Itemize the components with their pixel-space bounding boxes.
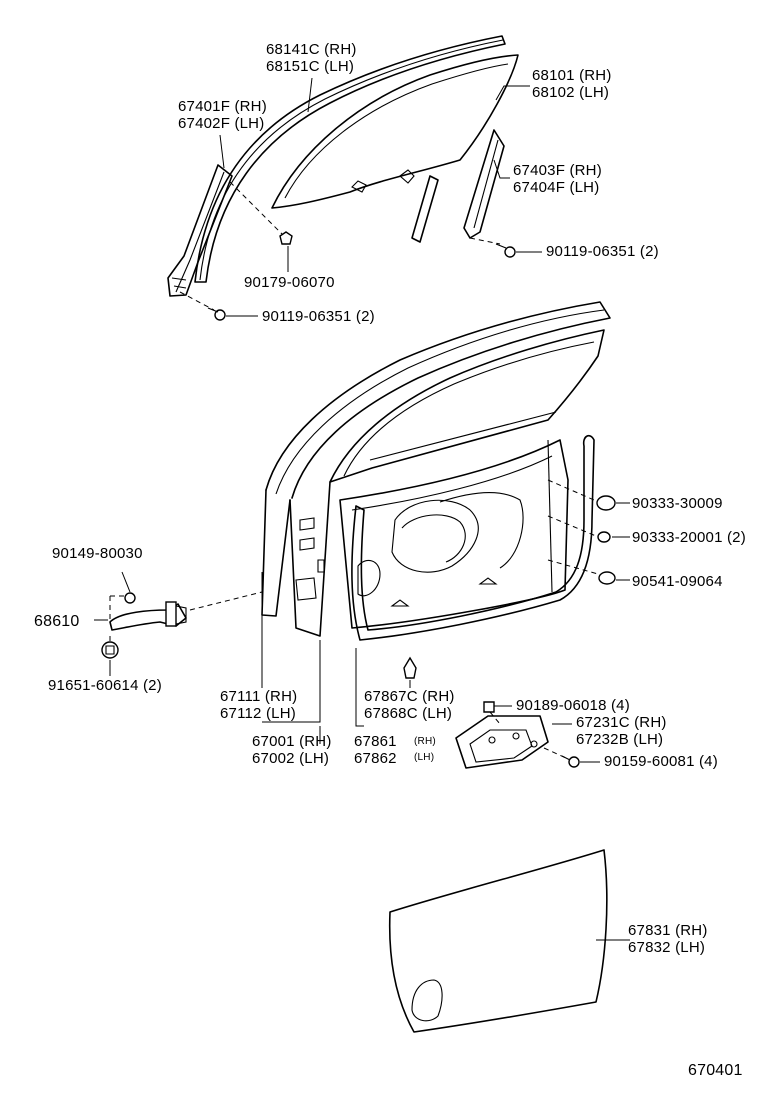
label-glass-rh: 68101 (RH)	[532, 67, 612, 84]
label-clip-67867: 67867C (RH) 67868C (LH)	[364, 688, 455, 722]
label-weatherstrip-side-rh: (RH)	[414, 736, 436, 747]
front-run-channel-part	[167, 164, 233, 297]
label-bolt-front-channel: 90119-06351 (2)	[262, 308, 375, 325]
label-bracket: 67231C (RH) 67232B (LH)	[576, 714, 667, 748]
weatherstrip-part	[351, 434, 595, 641]
bolt-rear-channel-part	[469, 237, 542, 258]
label-weatherstrip-b: 67862	[354, 750, 397, 767]
label-rear-run-channel: 67403F (RH) 67404F (LH)	[513, 162, 602, 196]
door-check-part	[94, 571, 263, 676]
leader-glass	[495, 85, 530, 101]
clip-67867-part	[403, 656, 417, 688]
label-clip-90179: 90179-06070	[244, 274, 335, 291]
label-front-run-channel-rh: 67401F (RH)	[178, 98, 267, 115]
label-check-bolt: 90149-80030	[52, 545, 143, 562]
label-rear-run-channel-rh: 67403F (RH)	[513, 162, 602, 179]
leader-run-channel	[307, 77, 313, 113]
bolt-front-channel-part	[179, 291, 258, 321]
label-service-hole-cover-rh: 67831 (RH)	[628, 922, 708, 939]
leader-door-panel-bracket	[262, 640, 321, 723]
label-front-run-channel: 67401F (RH) 67402F (LH)	[178, 98, 267, 132]
label-weatherstrip-side-lh: (LH)	[414, 752, 435, 763]
label-weatherstrip-a: 67861	[354, 733, 397, 750]
label-clip-67867-lh: 67868C (LH)	[364, 705, 453, 722]
label-outer-weatherstrip: 67111 (RH) 67112 (LH)	[220, 688, 297, 722]
label-hole-plug-1: 90333-30009	[632, 495, 723, 512]
label-check-nut: 91651-60614 (2)	[48, 677, 162, 694]
bracket-part	[455, 701, 600, 769]
label-bracket-rh: 67231C (RH)	[576, 714, 667, 731]
label-glass: 68101 (RH) 68102 (LH)	[532, 67, 612, 101]
leader-front-channel	[219, 134, 225, 169]
label-weatherstrip: 67861 67862	[354, 733, 397, 767]
leader-rear-channel	[493, 159, 510, 179]
rear-run-channel-part	[411, 129, 505, 243]
label-bolt-rear-channel: 90119-06351 (2)	[546, 243, 659, 260]
label-clip-67867-rh: 67867C (RH)	[364, 688, 455, 705]
label-run-channel-lh: 68151C (LH)	[266, 58, 355, 75]
service-hole-cover-part	[388, 849, 630, 1033]
hole-plug-parts	[547, 479, 630, 585]
label-hole-plug-3: 90541-09064	[632, 573, 723, 590]
door-glass-part	[271, 54, 519, 209]
label-hole-plug-2: 90333-20001 (2)	[632, 529, 746, 546]
diagram-reference-code: 670401	[688, 1062, 743, 1079]
door-shell-part	[261, 301, 611, 637]
label-service-hole-cover: 67831 (RH) 67832 (LH)	[628, 922, 708, 956]
label-screw-90159: 90159-60081 (4)	[604, 753, 718, 770]
label-bracket-lh: 67232B (LH)	[576, 731, 664, 748]
clip-90179-part	[229, 181, 293, 272]
label-outer-weatherstrip-lh: 67112 (LH)	[220, 705, 296, 722]
label-door-panel: 67001 (RH) 67002 (LH)	[252, 733, 332, 767]
label-door-check: 68610	[34, 613, 80, 630]
label-door-panel-lh: 67002 (LH)	[252, 750, 330, 767]
label-outer-weatherstrip-rh: 67111 (RH)	[220, 688, 298, 705]
leader-weatherstrip	[355, 648, 364, 727]
label-weatherstrip-side: (RH) (LH)	[414, 736, 436, 764]
label-front-run-channel-lh: 67402F (LH)	[178, 115, 265, 132]
label-rear-run-channel-lh: 67404F (LH)	[513, 179, 600, 196]
label-service-hole-cover-lh: 67832 (LH)	[628, 939, 706, 956]
label-glass-lh: 68102 (LH)	[532, 84, 610, 101]
label-door-panel-rh: 67001 (RH)	[252, 733, 332, 750]
label-screw-90189: 90189-06018 (4)	[516, 697, 630, 714]
label-run-channel: 68141C (RH) 68151C (LH)	[266, 41, 357, 75]
label-run-channel-rh: 68141C (RH)	[266, 41, 357, 58]
